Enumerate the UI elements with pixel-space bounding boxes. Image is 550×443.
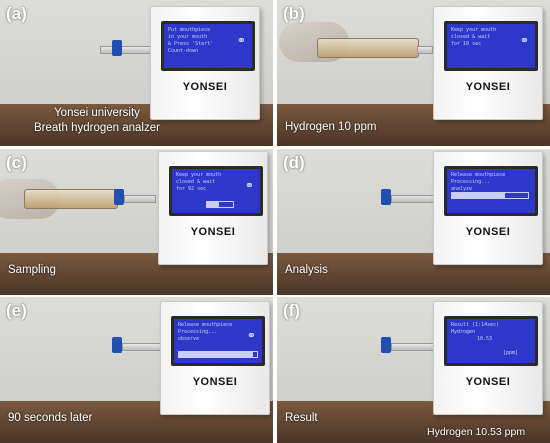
valve	[381, 189, 391, 205]
progress-fill	[452, 193, 506, 198]
progress-fill	[179, 352, 254, 357]
lcd-screen: Release mouthpiece Processing... analyze	[444, 166, 538, 216]
progress-bar	[451, 192, 529, 199]
panel-caption: Analysis	[285, 263, 328, 278]
screen-line: & Press 'Start'	[168, 41, 214, 47]
analyzer-device: Release mouthpiece Processing... observe…	[160, 301, 270, 415]
brand-logo: YONSEI	[465, 226, 511, 238]
screen-line: Count-down	[168, 48, 199, 54]
screen-line: Processing...	[178, 329, 218, 335]
brand-logo: YONSEI	[465, 376, 511, 388]
panel-a: Put mouthpiece in your mouth & Press 'St…	[0, 0, 273, 146]
screen-line: analyze	[451, 186, 473, 192]
brand-logo: YONSEI	[182, 81, 228, 93]
caption-line: Breath hydrogen analzer	[34, 122, 160, 134]
panel-caption: Result	[285, 411, 318, 426]
tube	[391, 343, 437, 351]
lcd-screen: Keep your mouth closed & wait for 92 sec…	[169, 166, 263, 216]
lcd-screen: Keep your mouth closed & wait for 10 sec…	[444, 21, 538, 71]
panel-f: Result (1:14sec) Hydrogen 10.53 [ppm] YO…	[277, 297, 550, 443]
syringe	[317, 38, 419, 58]
analyzer-device: Put mouthpiece in your mouth & Press 'St…	[150, 6, 260, 120]
screen-line: Result (1:14sec)	[451, 322, 500, 328]
valve	[381, 337, 391, 353]
screen-line: Keep your mouth	[176, 172, 222, 178]
panel-c: Keep your mouth closed & wait for 92 sec…	[0, 149, 273, 295]
brand-logo: YONSEI	[465, 81, 511, 93]
analyzer-device: Keep your mouth closed & wait for 92 sec…	[158, 151, 268, 265]
tube	[391, 195, 437, 203]
person-icon: ⚭	[244, 180, 254, 192]
caption-line: Hydrogen 10 ppm	[285, 121, 377, 133]
caption-line: Yonsei university	[54, 107, 140, 119]
panel-label: (a)	[6, 4, 27, 23]
tube	[124, 195, 156, 203]
screen-line: closed & wait	[451, 34, 491, 40]
tube	[100, 46, 154, 54]
tube	[122, 343, 164, 351]
panel-label: (c)	[6, 153, 27, 172]
syringe	[24, 189, 118, 209]
screen-line: Release mouthpiece	[451, 172, 506, 178]
brand-logo: YONSEI	[190, 226, 236, 238]
valve	[112, 40, 122, 56]
caption-line: Result	[285, 412, 318, 424]
panel-caption: Hydrogen 10 ppm	[285, 120, 376, 135]
progress-fill	[207, 202, 219, 207]
screen-line: Processing...	[451, 179, 491, 185]
caption-line: Hydrogen 10.53 ppm	[427, 426, 526, 438]
lcd-screen: Result (1:14sec) Hydrogen 10.53 [ppm]	[444, 316, 538, 366]
panel-b: Keep your mouth closed & wait for 10 sec…	[277, 0, 550, 146]
person-icon: ⚭	[236, 35, 246, 47]
panel-label: (e)	[6, 301, 27, 320]
analyzer-device: Release mouthpiece Processing... analyze…	[433, 151, 543, 265]
caption-line: Sampling	[8, 264, 56, 276]
panel-caption: 90 seconds later	[8, 411, 92, 426]
panel-caption: Sampling	[8, 263, 56, 278]
person-icon: ⚭	[519, 35, 529, 47]
brand-logo: YONSEI	[192, 376, 238, 388]
panel-label: (f)	[283, 301, 300, 320]
screen-line: observe	[178, 336, 200, 342]
screen-line: 10.53	[477, 336, 493, 342]
analyzer-device: Keep your mouth closed & wait for 10 sec…	[433, 6, 543, 120]
screen-line: in your mouth	[168, 34, 208, 40]
valve	[112, 337, 122, 353]
lcd-screen: Put mouthpiece in your mouth & Press 'St…	[161, 21, 255, 71]
panel-e: Release mouthpiece Processing... observe…	[0, 297, 273, 443]
panel-d: Release mouthpiece Processing... analyze…	[277, 149, 550, 295]
tube	[417, 46, 433, 54]
result-caption: Hydrogen 10.53 ppm	[427, 425, 525, 440]
screen-line: for 92 sec	[176, 186, 207, 192]
screen-line: Hydrogen	[451, 329, 476, 335]
progress-bar	[206, 201, 234, 208]
panel-label: (b)	[283, 4, 305, 23]
valve	[114, 189, 124, 205]
screen-line: for 10 sec	[451, 41, 482, 47]
lcd-screen: Release mouthpiece Processing... observe…	[171, 316, 265, 366]
caption-line: 90 seconds later	[8, 412, 93, 424]
screen-line: Keep your mouth	[451, 27, 497, 33]
screen-line: Release mouthpiece	[178, 322, 233, 328]
analyzer-device: Result (1:14sec) Hydrogen 10.53 [ppm] YO…	[433, 301, 543, 415]
caption-line: Analysis	[285, 264, 328, 276]
screen-line: [ppm]	[503, 350, 519, 356]
person-icon: ⚭	[246, 330, 256, 342]
panel-label: (d)	[283, 153, 305, 172]
screen-line: closed & wait	[176, 179, 216, 185]
screen-line: Put mouthpiece	[168, 27, 211, 33]
progress-bar	[178, 351, 258, 358]
panel-caption: Yonsei university Breath hydrogen analze…	[22, 106, 172, 136]
